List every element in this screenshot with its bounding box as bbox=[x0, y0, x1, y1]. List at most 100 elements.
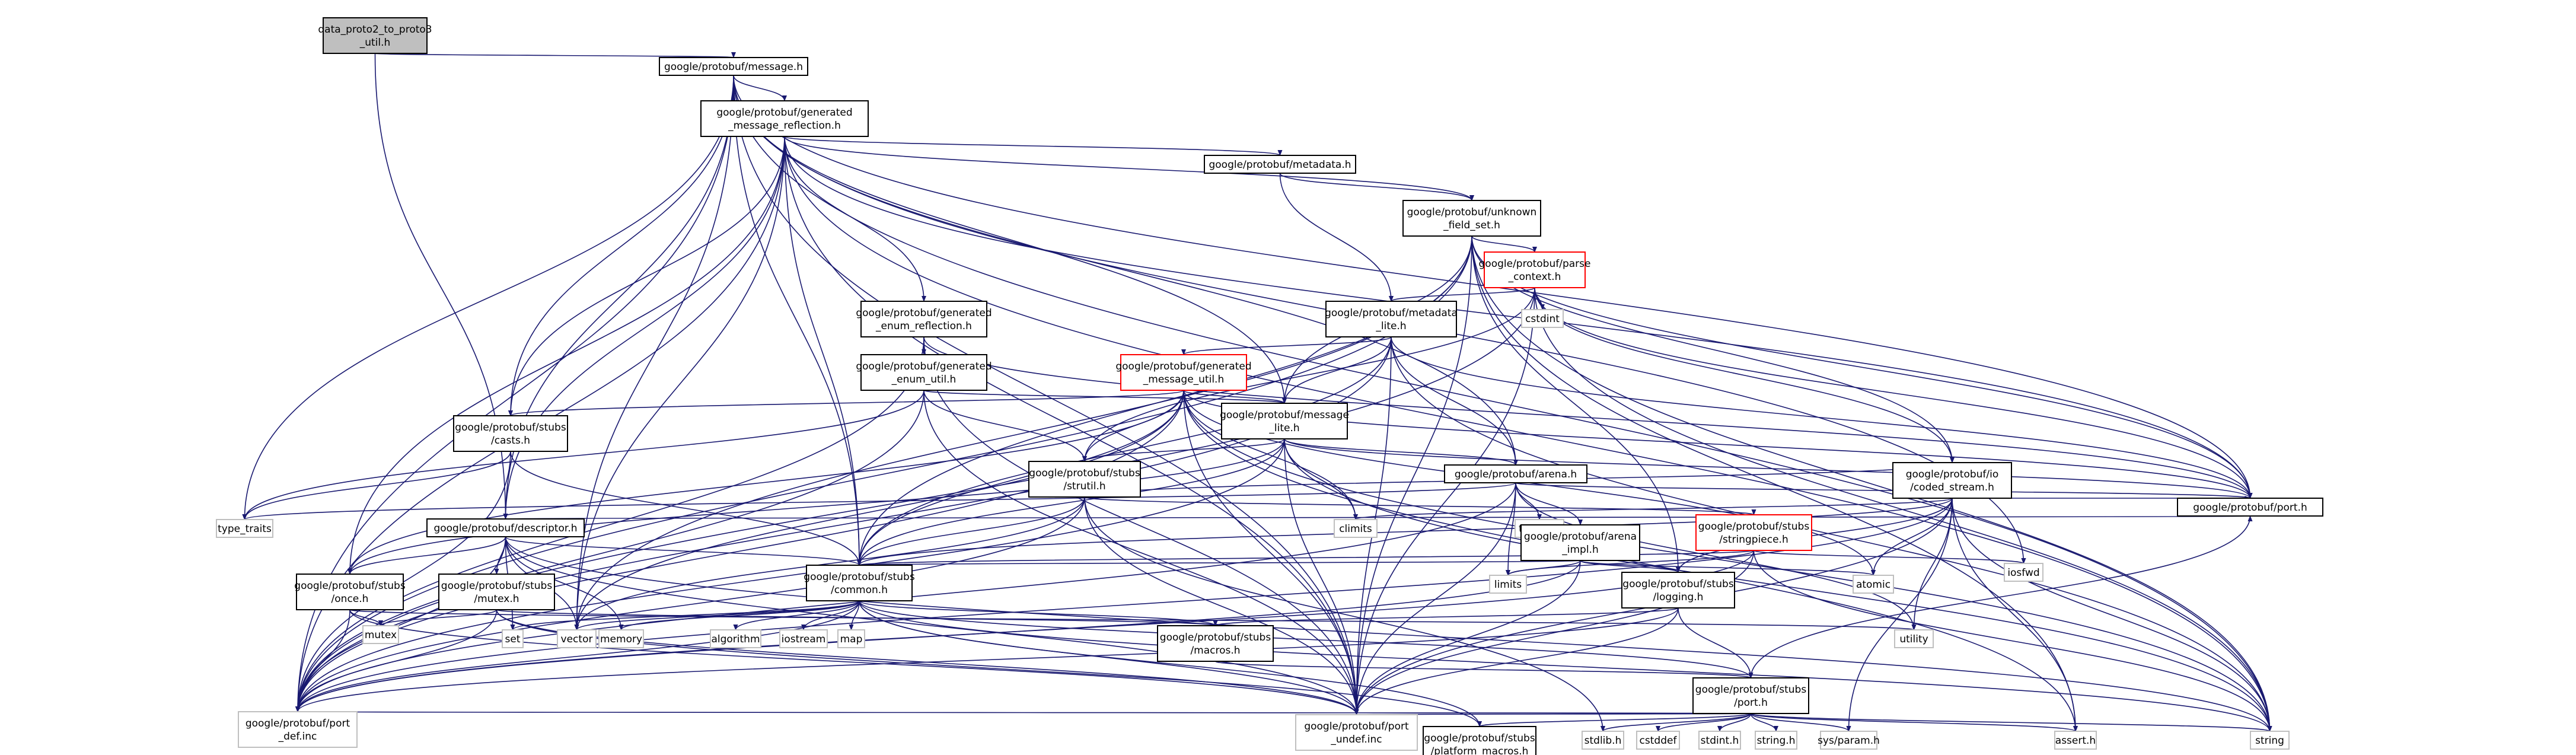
node-label-common-0: google/protobuf/stubs bbox=[804, 571, 915, 583]
edge-genmsgutil-to-common bbox=[857, 390, 1184, 566]
node-box-genmsgutil bbox=[1120, 354, 1247, 391]
node-msglite[interactable]: google/protobuf/message_lite.h bbox=[1220, 403, 1349, 439]
node-label-root-1: _util.h bbox=[359, 37, 391, 49]
node-box-stubsport bbox=[1692, 677, 1809, 714]
node-label-codedstream-1: /coded_stream.h bbox=[1910, 482, 1994, 493]
edge-strutil-to-portundef bbox=[1084, 496, 1359, 715]
node-label-parsectx-1: _context.h bbox=[1508, 271, 1561, 283]
edge-metalite-to-arena bbox=[1391, 336, 1518, 466]
edge-root-to-message bbox=[374, 52, 735, 58]
node-box-limits bbox=[1489, 575, 1527, 594]
edge-stubsport-to-stdlib bbox=[1601, 713, 1752, 732]
node-metalite[interactable]: google/protobuf/metadata_lite.h bbox=[1325, 301, 1458, 337]
node-typetraits: type_traits bbox=[216, 519, 273, 538]
node-descriptor[interactable]: google/protobuf/descriptor.h bbox=[426, 518, 585, 537]
node-codedstream[interactable]: google/protobuf/io/coded_stream.h bbox=[1892, 462, 2012, 499]
edge-message-to-common bbox=[733, 75, 862, 566]
node-mutexh[interactable]: google/protobuf/stubs/mutex.h bbox=[438, 574, 555, 610]
node-genenumrefl[interactable]: google/protobuf/generated_enum_reflectio… bbox=[856, 301, 992, 337]
node-stringh: string.h bbox=[1755, 731, 1797, 750]
node-box-mutex bbox=[362, 625, 399, 644]
edge-message-to-genrefl bbox=[733, 75, 787, 101]
edge-arenaimpl-to-portundef bbox=[1354, 560, 1581, 715]
node-parsectx[interactable]: google/protobuf/parse_context.h bbox=[1479, 251, 1591, 288]
edge-common-to-set bbox=[510, 600, 860, 630]
edge-msglite-to-strutil bbox=[1082, 438, 1285, 462]
edge-message-to-descriptor bbox=[503, 75, 734, 520]
node-stringpiece[interactable]: google/protobuf/stubs/stringpiece.h bbox=[1695, 514, 1812, 551]
edge-metalite-to-porth bbox=[1391, 336, 2253, 499]
edge-once-to-utility bbox=[349, 609, 1916, 630]
node-label-arenaimpl-1: _impl.h bbox=[1561, 544, 1598, 556]
node-box-genenumutil bbox=[860, 354, 987, 391]
node-common[interactable]: google/protobuf/stubs/common.h bbox=[804, 565, 915, 601]
node-metadata[interactable]: google/protobuf/metadata.h bbox=[1204, 155, 1356, 174]
edge-common-to-algorithm bbox=[733, 600, 860, 630]
edge-casts-to-typetraits bbox=[242, 451, 511, 520]
node-label-porth-0: google/protobuf/port.h bbox=[2193, 502, 2307, 514]
node-label-cstdint-0: cstdint bbox=[1525, 313, 1560, 325]
edge-arena-to-utility bbox=[1515, 482, 1917, 630]
node-box-parsectx bbox=[1484, 251, 1586, 288]
edge-genrefl-to-descriptor bbox=[503, 136, 785, 520]
edge-codedstream-to-asserth bbox=[1952, 498, 2078, 732]
node-casts[interactable]: google/protobuf/stubs/casts.h bbox=[453, 415, 568, 452]
node-genrefl[interactable]: google/protobuf/generated_message_reflec… bbox=[700, 100, 869, 137]
edge-genrefl-to-genenumrefl bbox=[784, 136, 926, 302]
node-unknown[interactable]: google/protobuf/unknown_field_set.h bbox=[1402, 200, 1541, 237]
node-strutil[interactable]: google/protobuf/stubs/strutil.h bbox=[1028, 461, 1141, 498]
node-label-cstddef-0: cstddef bbox=[1640, 735, 1678, 747]
edge-descriptor-to-portundef bbox=[505, 536, 1359, 715]
node-genmsgutil[interactable]: google/protobuf/generated _message_util.h bbox=[1115, 354, 1252, 391]
node-label-genmsgutil-1: _message_util.h bbox=[1143, 374, 1224, 386]
edge-stringpiece-to-string bbox=[1753, 550, 2272, 732]
node-stdlib: stdlib.h bbox=[1582, 731, 1624, 750]
node-porth[interactable]: google/protobuf/port.h bbox=[2177, 498, 2323, 517]
node-layer: data_proto2_to_proto3_util.h google/proto… bbox=[216, 17, 2323, 755]
edge-msglite-to-portdef bbox=[295, 438, 1285, 712]
edge-unknown-to-porth bbox=[1471, 235, 2253, 499]
node-label-macros-1: /macros.h bbox=[1190, 645, 1240, 657]
edge-stubsport-to-platform bbox=[1477, 713, 1752, 727]
node-label-stringpiece-0: google/protobuf/stubs bbox=[1698, 521, 1810, 533]
node-arena[interactable]: google/protobuf/arena.h bbox=[1444, 464, 1587, 483]
node-macros[interactable]: google/protobuf/stubs/macros.h bbox=[1157, 625, 1274, 662]
node-label-mutexh-1: /mutex.h bbox=[474, 593, 519, 605]
node-box-stringh bbox=[1755, 731, 1797, 750]
node-climits: climits bbox=[1334, 519, 1378, 538]
edge-genenumutil-to-portdef bbox=[295, 390, 924, 712]
node-platform[interactable]: google/protobuf/stubs/platform_macros.h bbox=[1423, 726, 1536, 755]
node-genenumutil[interactable]: google/protobuf/generated_enum_util.h bbox=[856, 354, 992, 391]
node-label-typetraits-0: type_traits bbox=[218, 523, 272, 535]
node-box-cstddef bbox=[1636, 731, 1680, 750]
edge-genenumrefl-to-porth bbox=[923, 336, 2253, 499]
edge-stubsport-to-portdef bbox=[297, 711, 1751, 717]
edge-arena-to-limits bbox=[1506, 482, 1516, 576]
node-label-arena-0: google/protobuf/arena.h bbox=[1455, 469, 1577, 480]
edge-arena-to-porth bbox=[1515, 482, 2252, 499]
edge-codedstream-to-string bbox=[1952, 498, 2272, 732]
node-label-root-0: data_proto2_to_proto3 bbox=[318, 24, 432, 36]
node-once[interactable]: google/protobuf/stubs/once.h bbox=[294, 574, 406, 610]
node-box-strutil bbox=[1028, 461, 1141, 498]
edge-genmsgutil-to-once bbox=[347, 390, 1184, 575]
node-label-genmsgutil-0: google/protobuf/generated bbox=[1115, 361, 1251, 372]
node-label-mutex-0: mutex bbox=[365, 629, 397, 641]
edge-parsectx-to-metalite bbox=[1389, 287, 1535, 302]
node-box-casts bbox=[453, 415, 568, 452]
node-logging[interactable]: google/protobuf/stubs/logging.h bbox=[1621, 572, 1735, 609]
node-root[interactable]: data_proto2_to_proto3_util.h bbox=[318, 17, 432, 54]
edge-genrefl-to-vector bbox=[574, 136, 785, 630]
edge-unknown-to-string bbox=[1471, 235, 2272, 732]
node-cstdint: cstdint bbox=[1521, 309, 1564, 328]
node-box-metadata bbox=[1204, 155, 1356, 174]
edge-mutexh-to-macros bbox=[496, 609, 1217, 626]
edge-genmsgutil-to-msglite bbox=[1183, 390, 1287, 404]
node-message[interactable]: google/protobuf/message.h bbox=[659, 57, 808, 76]
node-arenaimpl[interactable]: google/protobuf/arena_impl.h bbox=[1520, 524, 1640, 561]
node-label-portdef-1: _def.inc bbox=[278, 731, 317, 743]
edge-message-to-vector bbox=[574, 75, 734, 630]
node-box-portdef bbox=[238, 711, 358, 748]
node-stubsport[interactable]: google/protobuf/stubs/port.h bbox=[1692, 677, 1809, 714]
node-label-metalite-1: _lite.h bbox=[1375, 320, 1406, 332]
